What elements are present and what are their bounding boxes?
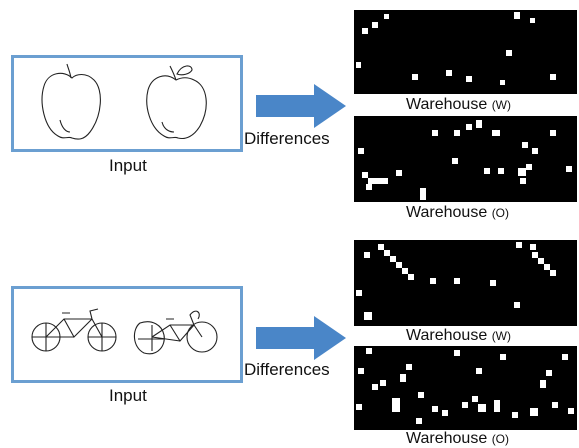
arrow-right-icon (256, 316, 346, 360)
warehouse-o-label: Warehouse (O) (406, 430, 509, 448)
warehouse-w-name: Warehouse (406, 327, 488, 344)
apple-sketches (41, 63, 207, 140)
difference-panel-o (354, 346, 577, 430)
warehouse-o-label: Warehouse (O) (406, 204, 509, 222)
warehouse-o-sub: (O) (491, 432, 510, 446)
difference-panel-w (354, 10, 577, 94)
warehouse-w-sub: (W) (491, 329, 512, 343)
arrow-right-icon (256, 84, 346, 128)
warehouse-o-name: Warehouse (406, 204, 488, 221)
difference-panel-o (354, 116, 577, 202)
warehouse-w-label: Warehouse (W) (406, 327, 511, 345)
differences-label: Differences (244, 129, 330, 148)
apple-sketch-2 (146, 75, 207, 140)
bicycle-sketch-2 (133, 310, 218, 355)
warehouse-w-sub: (W) (491, 98, 512, 112)
warehouse-w-label: Warehouse (W) (406, 96, 511, 114)
input-box-apples (11, 55, 243, 152)
difference-panel-w (354, 240, 577, 326)
input-box-bicycles (11, 286, 243, 383)
input-label: Input (109, 386, 147, 405)
bicycle-sketches (31, 308, 218, 355)
differences-label: Differences (244, 360, 330, 379)
warehouse-o-name: Warehouse (406, 430, 488, 447)
bicycle-sketch-1 (31, 308, 117, 352)
input-label: Input (109, 156, 147, 175)
warehouse-o-sub: (O) (491, 206, 510, 220)
warehouse-w-name: Warehouse (406, 96, 488, 113)
apple-sketch-1 (41, 72, 101, 140)
